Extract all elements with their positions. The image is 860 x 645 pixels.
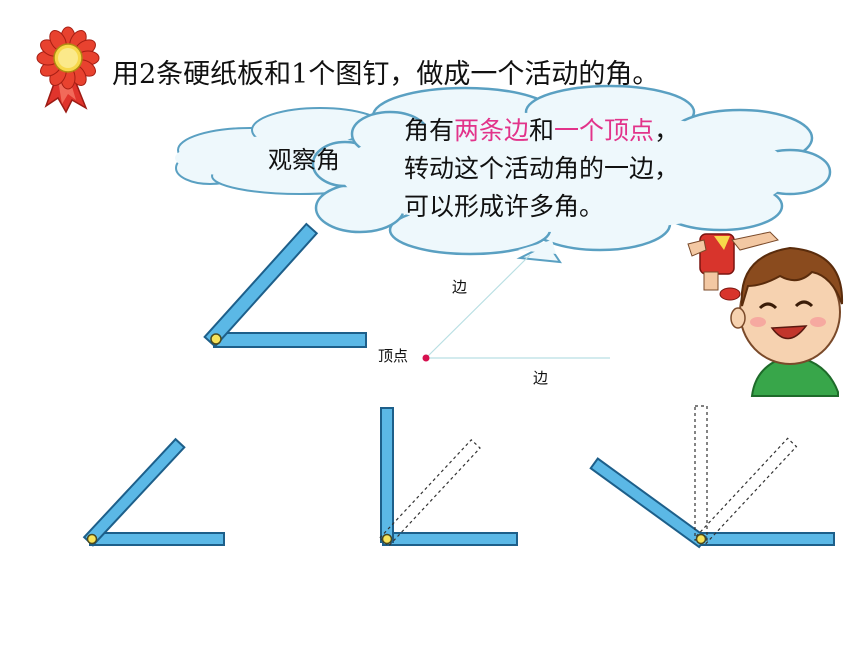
movable-angle-bottom-2 xyxy=(379,407,518,547)
label-vertex: 顶点 xyxy=(378,347,409,365)
front-speech-cloud xyxy=(311,84,832,264)
vertex-dot xyxy=(422,354,430,362)
bubble-line-1-middle: 和 xyxy=(529,116,555,145)
back-bubble-text: 观察角 xyxy=(268,146,340,174)
front-bubble-text: 角有两条边和一个顶点， 转动这个活动角的一边， 可以形成许多角。 xyxy=(404,112,679,226)
angle-schematic xyxy=(422,254,610,362)
rosette-badge-icon xyxy=(36,26,100,114)
label-side-bottom: 边 xyxy=(533,369,549,387)
movable-angle-bottom-3 xyxy=(589,405,835,549)
jumping-kid-illustration xyxy=(687,231,779,301)
highlight-two-sides: 两条边 xyxy=(454,116,530,145)
bubble-line-3: 可以形成许多角。 xyxy=(404,192,605,221)
movable-angle-bottom-1 xyxy=(82,437,225,547)
bubble-line-1-suffix: ， xyxy=(654,116,680,145)
bubble-line-2: 转动这个活动角的一边， xyxy=(404,154,680,183)
movable-angle-large xyxy=(203,222,367,348)
label-side-top: 边 xyxy=(452,278,468,296)
bubble-line-1-prefix: 角有 xyxy=(404,116,455,145)
bubble-line-1: 角有两条边和一个顶点， xyxy=(404,112,679,150)
page-title: 用2条硬纸板和1个图钉，做成一个活动的角。 xyxy=(112,59,660,90)
boy-character-illustration xyxy=(730,246,844,397)
highlight-one-vertex: 一个顶点 xyxy=(554,116,655,145)
